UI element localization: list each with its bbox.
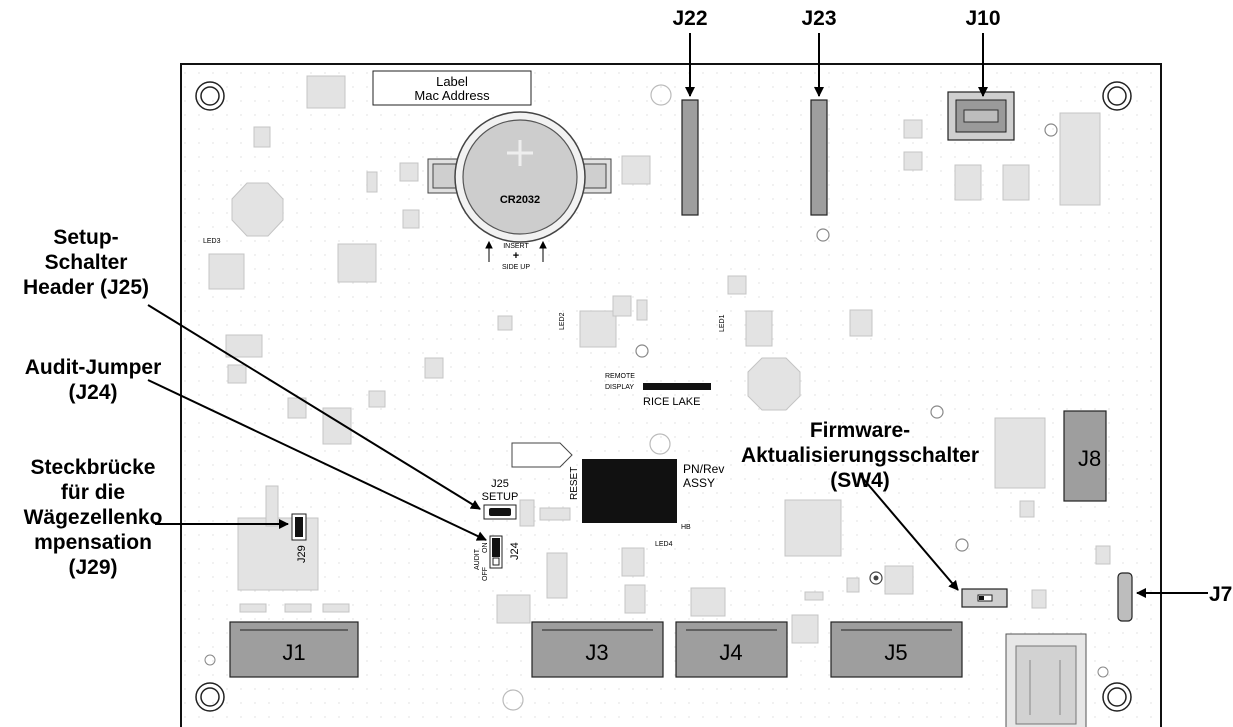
j29-board-label: J29 [296,545,308,563]
j25-board-label: J25 [491,478,509,490]
j3-label: J3 [585,640,608,665]
label-box-line1: Label [436,74,468,89]
callout-loadcell-line2: für die [61,481,125,504]
j24-audit-jumper [489,535,503,569]
assy-text: ASSY [683,476,715,490]
on-text: ON [482,543,489,554]
sd-card-slot [1005,633,1087,727]
j1-connector [229,621,359,678]
off-text: OFF [482,567,489,581]
j5-connector [830,621,963,678]
mac-address-label-box [372,70,532,106]
side-up-text: SIDE UP [502,264,530,271]
remote-text: REMOTE [605,373,635,380]
crystal-component [511,442,573,468]
j8-connector [1063,410,1107,502]
led3-label: LED3 [203,238,221,245]
brand-text: RICE LAKE [643,396,700,408]
setup-board-label: SETUP [482,491,519,503]
j3-connector [531,621,664,678]
bottom-connectors [229,621,963,678]
callout-loadcell-line5: (J29) [68,556,117,579]
callout-j23: J23 [801,7,836,30]
callout-firmware-line3: (SW4) [830,469,890,492]
callout-audit-line1: Audit-Jumper [25,356,162,379]
sw4-firmware-switch [961,588,1008,608]
pn-rev-text: PN/Rev [683,462,724,476]
j22-header [681,99,699,216]
callout-arrows [147,33,1208,598]
callout-setup-line3: Header (J25) [23,276,149,299]
callout-j22: J22 [672,7,707,30]
battery-type-text: CR2032 [500,194,540,206]
callout-firmware-line1: Firmware- [810,419,910,442]
j8-label: J8 [1078,446,1101,471]
led2-label: LED2 [559,312,566,330]
callout-j7: J7 [1209,583,1232,606]
mounting-holes [195,81,1132,712]
remote-display-connector [643,383,711,390]
j10-connector [947,91,1015,141]
j24-board-label: J24 [509,542,521,560]
callout-audit-line2: (J24) [68,381,117,404]
callout-loadcell-line4: mpensation [34,531,152,554]
j1-label: J1 [282,640,305,665]
j4-connector [675,621,788,678]
callout-firmware-line2: Aktualisierungsschalter [741,444,979,467]
component-footprints [208,75,1111,644]
display-text: DISPLAY [605,384,634,391]
j5-label: J5 [884,640,907,665]
insert-arrow-icons [485,240,547,262]
callout-setup-line2: Schalter [45,251,128,274]
reset-text: RESET [569,467,580,500]
j4-label: J4 [719,640,742,665]
hb-text: HB [681,524,691,531]
j29-loadcell-jumper [291,513,307,541]
coin-cell-battery [427,111,612,243]
callout-loadcell-line3: Wägezellenko [24,506,163,529]
callout-loadcell-line1: Steckbrücke [31,456,156,479]
insert-text: INSERT [503,243,529,250]
j23-header [810,99,828,216]
audit-text: AUDIT [474,548,481,570]
led1-label: LED1 [719,314,726,332]
label-box-line2: Mac Address [414,88,490,103]
callout-setup-line1: Setup- [53,226,118,249]
callout-j10: J10 [965,7,1000,30]
led4-text: LED4 [655,541,673,548]
insert-plus: + [513,250,519,262]
j25-setup-header [483,504,517,520]
main-processor-chip [582,459,677,523]
j7-connector [1117,572,1133,622]
